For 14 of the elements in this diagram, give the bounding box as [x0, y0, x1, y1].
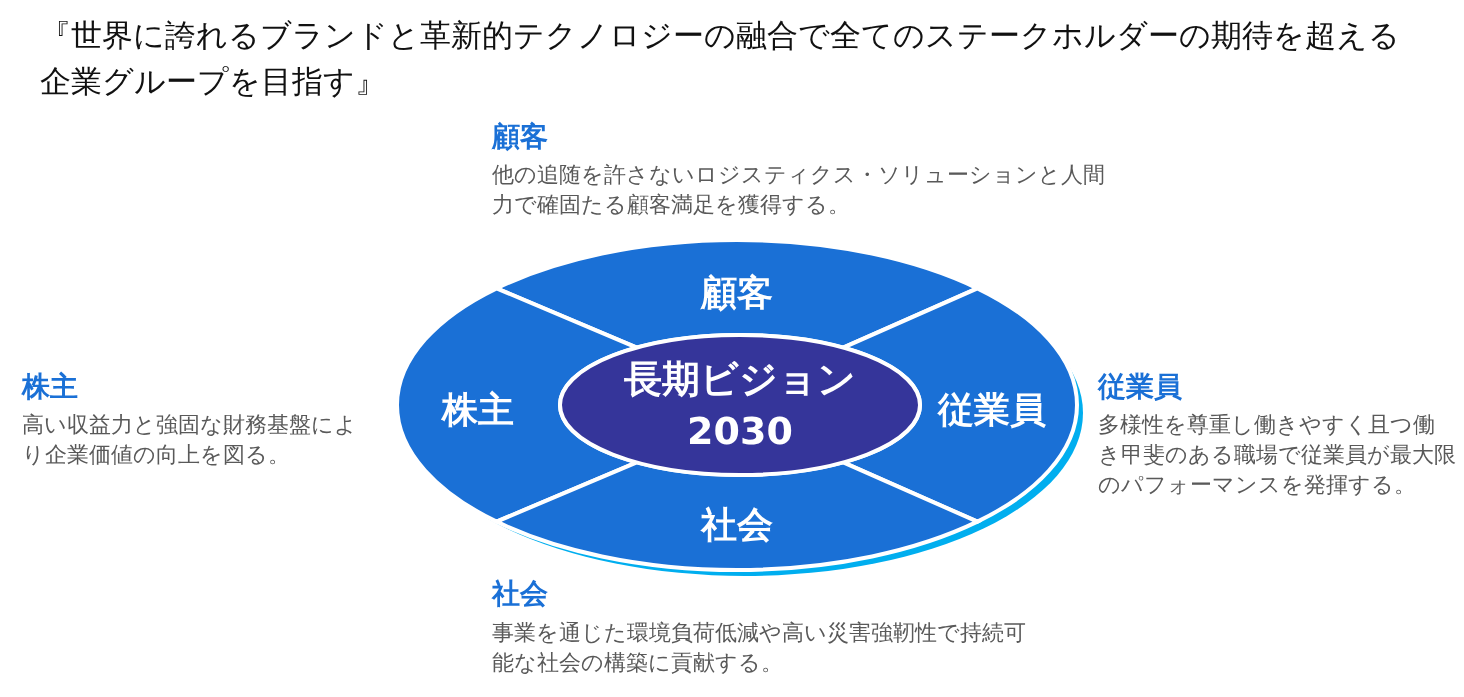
stakeholder-heading: 従業員 — [1098, 369, 1182, 405]
description-text: 多様性を尊重し働きやすく且つ働き甲斐のある職場で従業員が最大限のパフォーマンスを発揮する。 — [1098, 411, 1456, 499]
description-text: 他の追随を許さないロジスティクス・ソリューションと人間力で確固たる顧客満足を獲得する。 — [492, 161, 1106, 219]
center-label: 長期ビジョン2030 — [623, 356, 857, 455]
segment-label: 株主 — [442, 387, 514, 432]
segment-label: 顧客 — [701, 270, 773, 315]
description-text: 事業を通じた環境負荷低減や高い災害強靭性で持続可能な社会の構築に貢献する。 — [492, 619, 1027, 677]
description-text: 高い収益力と強固な財務基盤により企業価値の向上を図る。 — [22, 411, 358, 469]
title-text: 『世界に誇れるブランドと革新的テクノロジーの融合で全てのステークホルダーの期待を超える企業グループを目指す』 — [40, 16, 1401, 101]
segment-label: 社会 — [701, 502, 773, 547]
stakeholder-heading: 社会 — [492, 576, 548, 612]
segment-label: 従業員 — [938, 387, 1046, 432]
stakeholder-heading: 顧客 — [492, 119, 548, 155]
stakeholder-heading: 株主 — [22, 369, 78, 405]
